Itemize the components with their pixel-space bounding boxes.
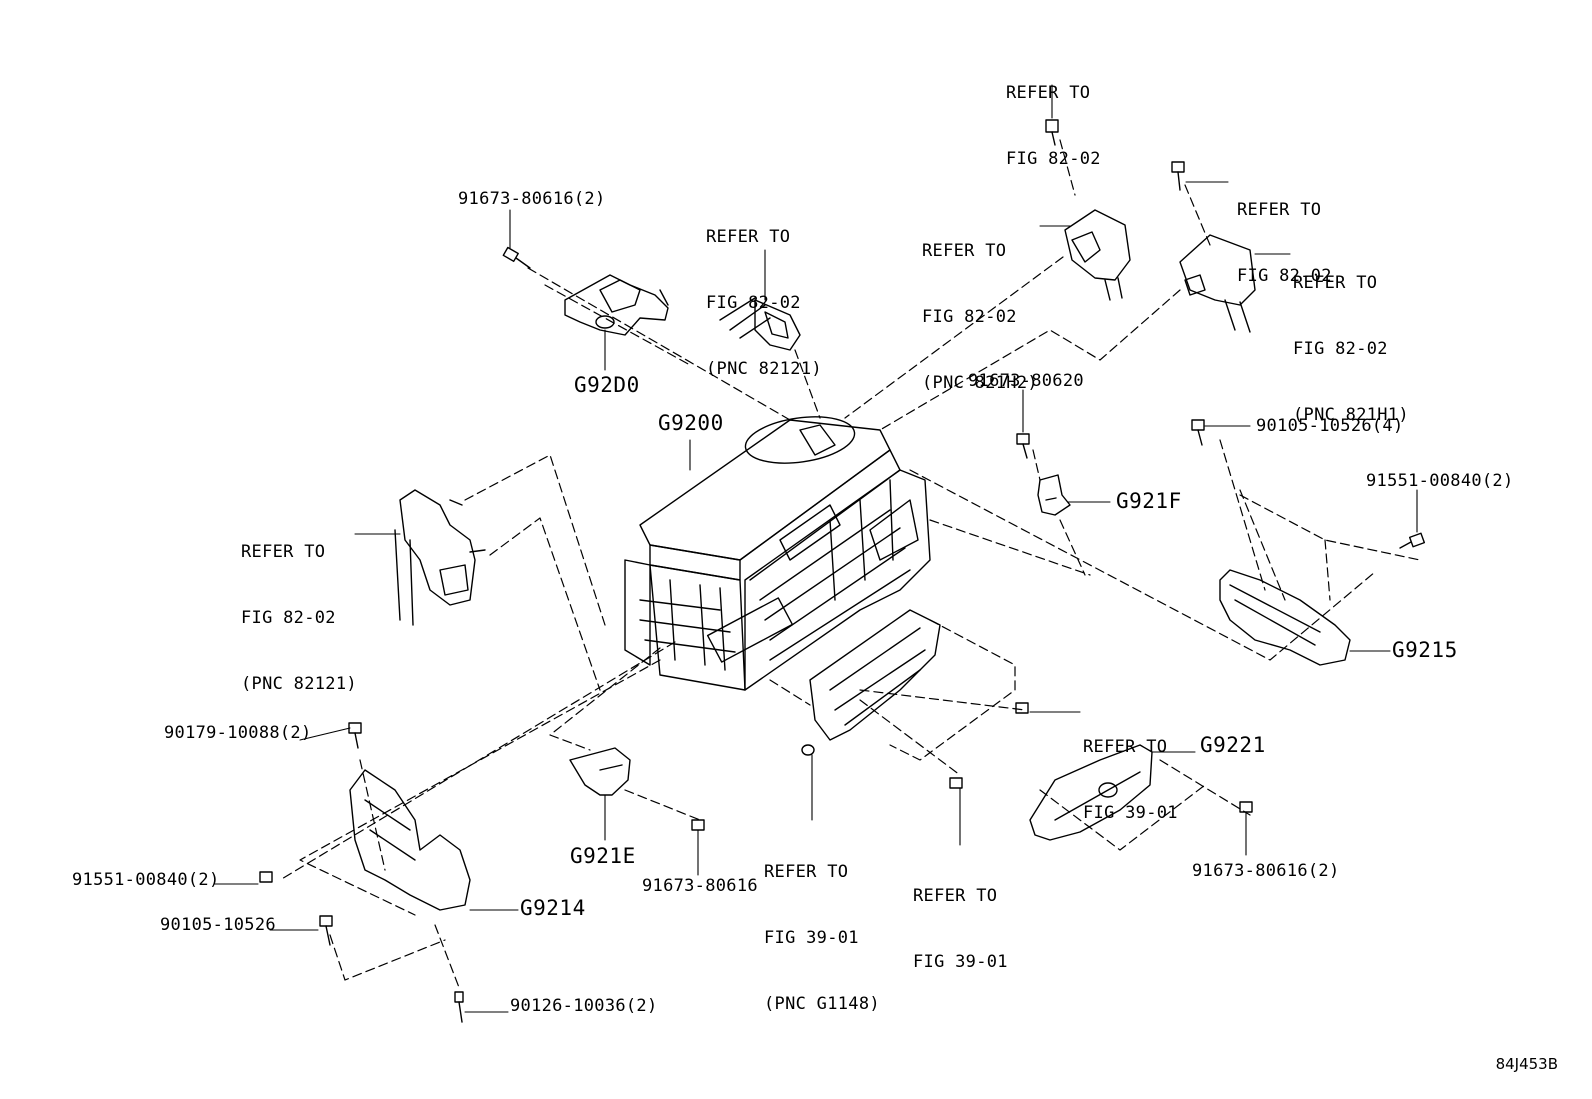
cover-g9221 bbox=[1029, 744, 1153, 841]
connector-82121-top bbox=[719, 297, 801, 351]
bracket-g921e bbox=[569, 747, 631, 796]
bolt-refer-39-01-a bbox=[1015, 702, 1029, 714]
bolt-refer-82-02-top bbox=[1045, 119, 1059, 146]
label-g92d0: G92D0 bbox=[574, 373, 640, 397]
label-refer-fig-82-02-right: REFER TO FIG 82-02 bbox=[1237, 200, 1332, 286]
label-refer-fig-39-01-b: REFER TO FIG 39-01 bbox=[913, 886, 1008, 972]
bolt-91673-80616-top bbox=[502, 246, 531, 269]
label-refer-pnc-82121-top: REFER TO FIG 82-02 (PNC 82121) bbox=[706, 227, 822, 379]
label-g9200: G9200 bbox=[658, 411, 724, 435]
label-part-91551-00840-2-right: 91551-00840(2) bbox=[1366, 471, 1514, 491]
cover-g9215 bbox=[1219, 569, 1351, 666]
label-refer-pnc-821h2: REFER TO FIG 82-02 (PNC 821H2) bbox=[922, 241, 1038, 393]
label-part-90105-10526: 90105-10526 bbox=[160, 915, 276, 935]
busbar-g1148 bbox=[801, 609, 941, 756]
bolt-90105-10526 bbox=[319, 915, 333, 946]
stud-90126-10036-2 bbox=[454, 991, 464, 1023]
bolt-91551-00840-2-right bbox=[1399, 532, 1426, 549]
label-g9221: G9221 bbox=[1200, 733, 1266, 757]
bolt-90179-10088-2 bbox=[348, 722, 362, 749]
bracket-g92d0 bbox=[564, 274, 669, 336]
label-g921f: G921F bbox=[1116, 489, 1182, 513]
bolt-90105-10526-4 bbox=[1191, 419, 1205, 446]
label-refer-pnc-82121-left: REFER TO FIG 82-02 (PNC 82121) bbox=[241, 542, 357, 694]
leader-lines bbox=[214, 84, 1418, 1013]
bracket-g921f bbox=[1037, 474, 1071, 516]
connector-821h1 bbox=[1179, 234, 1256, 333]
label-part-91673-80620: 91673-80620 bbox=[968, 371, 1084, 391]
dashed-guide-lines bbox=[279, 139, 1421, 991]
bolt-91551-00840-2-left bbox=[259, 871, 273, 883]
label-part-91551-00840-2-left: 91551-00840(2) bbox=[72, 870, 220, 890]
label-part-91673-80616-2-bottom: 91673-80616(2) bbox=[1192, 861, 1340, 881]
label-refer-pnc-821h1: REFER TO FIG 82-02 (PNC 821H1) bbox=[1293, 273, 1409, 425]
connector-821h2 bbox=[1064, 209, 1131, 301]
label-part-91673-80616-2-top: 91673-80616(2) bbox=[458, 189, 606, 209]
label-refer-fig-39-01-a: REFER TO FIG 39-01 bbox=[1083, 737, 1178, 823]
bolt-refer-39-01-b bbox=[949, 777, 963, 789]
label-part-90105-10526-4: 90105-10526(4) bbox=[1256, 416, 1404, 436]
diagram-id: 84J453B bbox=[1495, 1055, 1558, 1073]
label-g9215: G9215 bbox=[1392, 638, 1458, 662]
label-part-90126-10036-2: 90126-10036(2) bbox=[510, 996, 658, 1016]
bolt-refer-82-02-right bbox=[1171, 161, 1185, 191]
label-g9214: G9214 bbox=[520, 896, 586, 920]
bolt-91673-80616-2-bottom bbox=[1239, 801, 1253, 813]
label-refer-fig-82-02-top: REFER TO FIG 82-02 bbox=[1006, 83, 1101, 169]
bolt-91673-80616 bbox=[691, 819, 705, 831]
connector-82121-left bbox=[394, 489, 486, 626]
inverter-assembly-g9200 bbox=[624, 416, 931, 691]
bracket-g9214 bbox=[349, 769, 471, 911]
label-part-90179-10088-2: 90179-10088(2) bbox=[164, 723, 312, 743]
label-g921e: G921E bbox=[570, 844, 636, 868]
label-part-91673-80616: 91673-80616 bbox=[642, 876, 758, 896]
label-refer-pnc-g1148: REFER TO FIG 39-01 (PNC G1148) bbox=[764, 862, 880, 1014]
bolt-91673-80620 bbox=[1016, 433, 1030, 459]
